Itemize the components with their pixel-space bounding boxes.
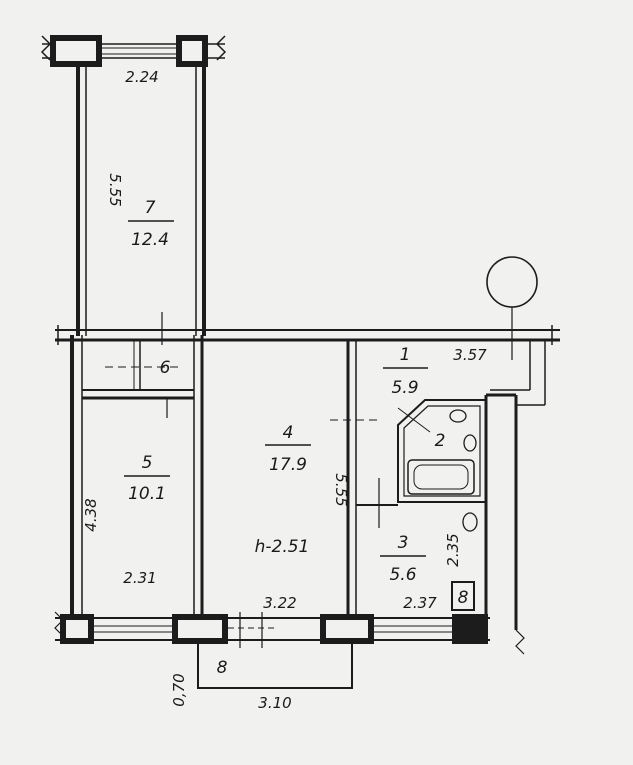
closet-8-number: 8 [458,588,469,608]
room-7-width-label: 2.24 [125,68,158,86]
balcony-depth-label: 0,70 [170,673,188,706]
closet-8-box [451,581,475,611]
balcony [197,644,353,689]
room-5-number: 5 [142,453,153,473]
room-7-number: 7 [145,198,156,218]
balcony-8-number: 8 [217,658,228,678]
balcony-width-label: 3.10 [258,694,291,712]
room-1-label: 1 5.9 [383,345,428,398]
room-5-label: 5 10.1 [124,453,170,504]
right-walls [484,256,546,655]
room-1-area: 5.9 [391,378,418,398]
room-5-width-label: 2.31 [123,569,156,587]
room-7-length-label: 5.55 [106,173,124,206]
room-3-label: 3 5.6 [380,533,426,585]
room-5-area: 10.1 [128,484,166,504]
room-7-walls [76,60,206,336]
room-1-number: 1 [400,345,411,365]
top-window [40,35,227,67]
room-4-area: 17.9 [269,455,307,475]
room-1-width-label: 3.57 [453,346,487,364]
left-wing-walls [70,312,204,618]
room-5-length-label: 4.38 [82,498,100,531]
room-3-length-label: 2.35 [444,533,462,566]
bottom-wall [54,611,490,648]
bathroom-walls [397,399,487,532]
room-6-number: 6 [160,358,171,378]
room-4-number: 4 [283,423,294,443]
room-4-width-label: 3.22 [263,594,296,612]
room-3-area: 5.6 [389,565,416,585]
room-7-area: 12.4 [131,230,169,250]
room-3-number: 3 [398,533,409,553]
room-2-number: 2 [435,431,446,451]
center-walls [330,340,398,618]
room-4-length-label: 5.55 [332,473,350,506]
room-7-label: 7 12.4 [128,198,174,250]
room-3-width-label: 2.37 [403,594,437,612]
main-horizontal-wall [55,325,560,345]
ceiling-height-label: h-2.51 [255,537,310,557]
room-4-label: 4 17.9 [265,423,311,475]
